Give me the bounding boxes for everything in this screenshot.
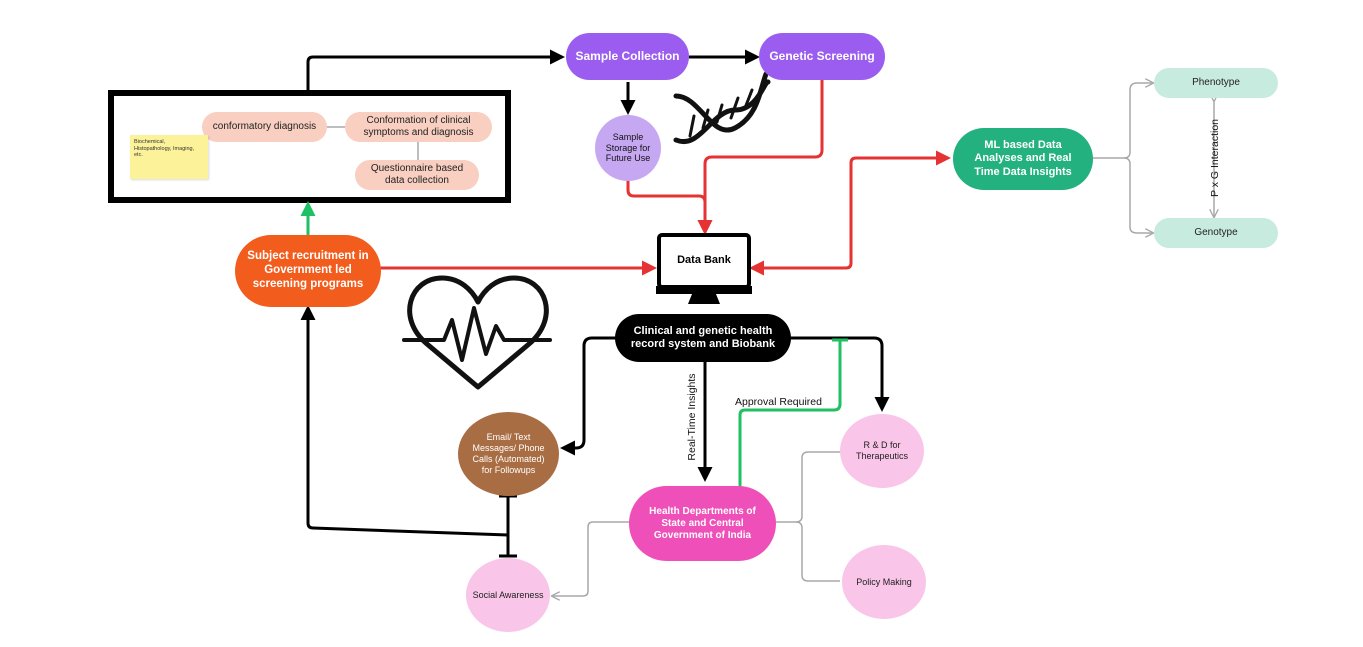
- health-to-rd-link: [776, 451, 840, 523]
- sticky-note: Biochemical, Histopathology, Imaging, et…: [130, 135, 208, 179]
- ml-analysis-label: ML based Data Analyses and Real Time Dat…: [974, 139, 1072, 178]
- policy-making-node[interactable]: Policy Making: [842, 545, 926, 619]
- ml-to-phenotype-link: [1092, 83, 1152, 159]
- phenotype-node[interactable]: Phenotype: [1154, 68, 1278, 98]
- data-bank-label: Data Bank: [677, 254, 731, 267]
- email-to-recruitment-arrow: [300, 305, 509, 537]
- subject-recruitment-node[interactable]: Subject recruitment in Government led sc…: [235, 235, 381, 307]
- conformation-clinical-label: Conformation of clinical symptoms and di…: [363, 115, 474, 138]
- conformatory-diagnosis-node[interactable]: conformatory diagnosis: [202, 112, 327, 142]
- genotype-label: Genotype: [1194, 227, 1238, 238]
- dna-icon: [673, 71, 771, 145]
- clinical-genetic-record-node[interactable]: Clinical and genetic health record syste…: [615, 314, 791, 362]
- genetic-screening-node[interactable]: Genetic Screening: [759, 33, 885, 80]
- sample-storage-node[interactable]: Sample Storage for Future Use: [595, 115, 661, 181]
- policy-making-label: Policy Making: [856, 576, 912, 587]
- real-time-insights-label: Real-Time Insights: [686, 373, 698, 461]
- email-social-connector-caps: [499, 494, 517, 558]
- frame-to-sample-collection-arrow: [306, 49, 565, 92]
- rd-therapeutics-node[interactable]: R & D for Therapeutics: [840, 414, 924, 488]
- social-awareness-node[interactable]: Social Awareness: [466, 558, 550, 632]
- data-bank-label-box[interactable]: Data Bank: [663, 241, 745, 281]
- record-to-email-arrow: [560, 336, 616, 456]
- ml-to-genotype-link: [1123, 157, 1152, 233]
- pxg-interaction-label: P x G Interaction: [1209, 119, 1221, 198]
- sample-collection-label: Sample Collection: [575, 49, 680, 64]
- databank-to-ml-arrow: [849, 150, 951, 168]
- approval-required-line: [738, 340, 842, 486]
- sticky-note-text: Biochemical, Histopathology, Imaging, et…: [134, 139, 195, 159]
- rd-therapeutics-label: R & D for Therapeutics: [855, 440, 909, 461]
- phenotype-label: Phenotype: [1192, 77, 1240, 88]
- health-to-policy-link: [795, 521, 840, 582]
- clinical-genetic-record-label: Clinical and genetic health record syste…: [630, 324, 776, 350]
- email-followup-node[interactable]: Email/ Text Messages/ Phone Calls (Autom…: [458, 412, 559, 496]
- storage-to-databank-arrow: [626, 177, 713, 235]
- questionnaire-node[interactable]: Questionnaire based data collection: [355, 160, 479, 190]
- social-awareness-label: Social Awareness: [472, 589, 544, 600]
- ml-analysis-node[interactable]: ML based Data Analyses and Real Time Dat…: [953, 128, 1093, 190]
- questionnaire-label: Questionnaire based data collection: [370, 163, 464, 186]
- conformatory-diagnosis-label: conformatory diagnosis: [212, 121, 317, 132]
- email-followup-label: Email/ Text Messages/ Phone Calls (Autom…: [472, 432, 545, 475]
- diagnosis-frame: [108, 90, 511, 203]
- health-departments-label: Health Departments of State and Central …: [649, 505, 756, 541]
- subject-recruitment-label: Subject recruitment in Government led sc…: [247, 250, 369, 290]
- genotype-node[interactable]: Genotype: [1154, 218, 1278, 248]
- health-departments-node[interactable]: Health Departments of State and Central …: [629, 486, 776, 561]
- sample-storage-label: Sample Storage for Future Use: [605, 131, 651, 164]
- health-to-social-link: [553, 521, 632, 596]
- conformation-clinical-node[interactable]: Conformation of clinical symptoms and di…: [345, 112, 492, 142]
- record-to-rd-arrow: [790, 336, 890, 412]
- screening-to-databank-arrow: [697, 80, 824, 235]
- heartbeat-icon: [402, 275, 552, 390]
- genetic-screening-label: Genetic Screening: [769, 49, 875, 64]
- approval-required-label: Approval Required: [735, 396, 822, 408]
- sample-collection-node[interactable]: Sample Collection: [566, 33, 689, 80]
- computer-monitor-icon: [656, 233, 752, 304]
- databank-ml-link-lower: [749, 168, 853, 276]
